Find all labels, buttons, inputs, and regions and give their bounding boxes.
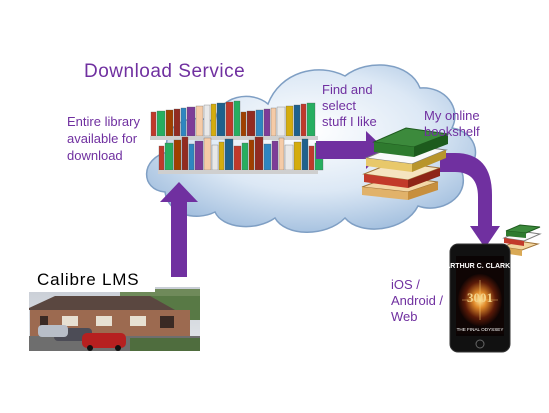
diagram-title: Download Service <box>84 61 246 82</box>
book-stack-icon <box>361 127 450 200</box>
book-author: ARTHUR C. CLARKE <box>445 263 515 270</box>
book-cover-image: ARTHUR C. CLARKE 3001 THE FINAL ODYSSEY <box>445 262 515 334</box>
online-bookshelf-label: My online bookshelf <box>424 108 480 139</box>
device-platforms-label: iOS / Android / Web <box>391 277 444 324</box>
small-book-stack-icon <box>500 224 542 256</box>
calibre-building-photo <box>29 287 200 351</box>
library-shelf-image <box>150 100 324 174</box>
book-subtitle: THE FINAL ODYSSEY <box>457 327 504 332</box>
book-number: 3001 <box>467 290 493 305</box>
calibre-lms-label: Calibre LMS <box>29 270 155 292</box>
upload-arrow <box>160 182 198 277</box>
sync-arrow <box>440 153 500 248</box>
library-label: Entire library available for download <box>67 114 140 163</box>
find-select-label: Find and select stuff I like <box>322 82 377 129</box>
